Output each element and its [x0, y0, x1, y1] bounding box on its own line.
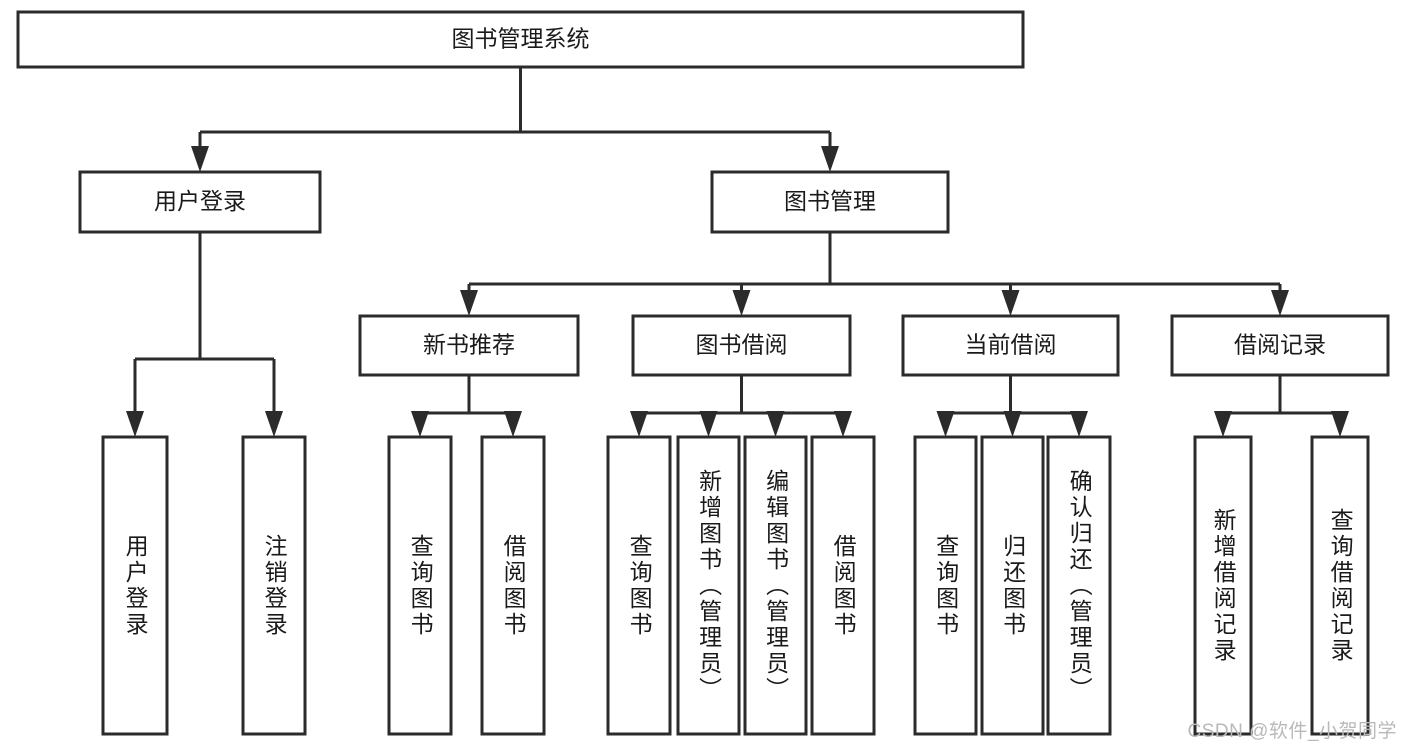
boxes-layer — [16, 10, 1390, 736]
arrow-head-icon — [821, 146, 839, 172]
arrow-head-icon — [1001, 290, 1020, 316]
arrow-head-icon — [766, 411, 785, 437]
node-box-leaf-edit-book — [743, 435, 808, 736]
arrow-head-icon — [630, 411, 648, 437]
node-box-new-book-rec — [358, 314, 580, 377]
node-box-borrow-record — [1170, 314, 1390, 377]
node-box-current-borrow — [901, 314, 1120, 377]
node-box-leaf-borrow-book-2 — [810, 435, 876, 736]
arrow-head-icon — [191, 146, 209, 172]
arrow-head-icon — [460, 290, 478, 316]
node-label-borrow-record: 借阅记录 — [1234, 332, 1326, 358]
node-box-leaf-query-record — [1310, 435, 1370, 736]
arrow-head-icon — [1070, 411, 1088, 437]
edges-layer — [126, 67, 1349, 437]
node-box-leaf-user-login — [101, 435, 169, 736]
node-box-leaf-logout — [241, 435, 307, 736]
node-box-book-manage — [710, 170, 950, 234]
arrow-head-icon — [1214, 411, 1232, 437]
node-label-root: 图书管理系统 — [452, 26, 590, 52]
node-box-leaf-return-book — [980, 435, 1045, 736]
arrow-head-icon — [699, 411, 718, 437]
node-label-user-login: 用户登录 — [154, 188, 246, 214]
node-box-user-login — [78, 170, 322, 234]
node-box-root — [16, 10, 1025, 69]
arrow-head-icon — [411, 411, 429, 437]
arrow-head-icon — [265, 411, 283, 437]
node-box-leaf-query-book-2 — [606, 435, 672, 736]
arrow-head-icon — [732, 290, 751, 316]
node-box-leaf-add-book — [676, 435, 741, 736]
watermark: CSDN @软件_小贺同学 — [1187, 721, 1397, 742]
arrow-head-icon — [504, 411, 522, 437]
arrow-head-icon — [1003, 411, 1022, 437]
node-box-leaf-add-record — [1193, 435, 1253, 736]
node-label-book-borrow: 图书借阅 — [696, 332, 788, 358]
arrow-head-icon — [834, 411, 852, 437]
node-box-book-borrow — [631, 314, 852, 377]
node-box-leaf-borrow-book-1 — [480, 435, 546, 736]
arrow-head-icon — [126, 411, 144, 437]
node-box-leaf-query-book-1 — [387, 435, 453, 736]
node-box-leaf-confirm-return — [1046, 435, 1112, 736]
arrow-head-icon — [1331, 411, 1349, 437]
arrow-head-icon — [1271, 290, 1289, 316]
arrow-head-icon — [936, 411, 955, 437]
node-box-leaf-query-book-3 — [913, 435, 978, 736]
node-label-new-book-rec: 新书推荐 — [423, 332, 515, 358]
node-label-current-borrow: 当前借阅 — [965, 332, 1057, 358]
node-label-book-manage: 图书管理 — [784, 188, 876, 214]
